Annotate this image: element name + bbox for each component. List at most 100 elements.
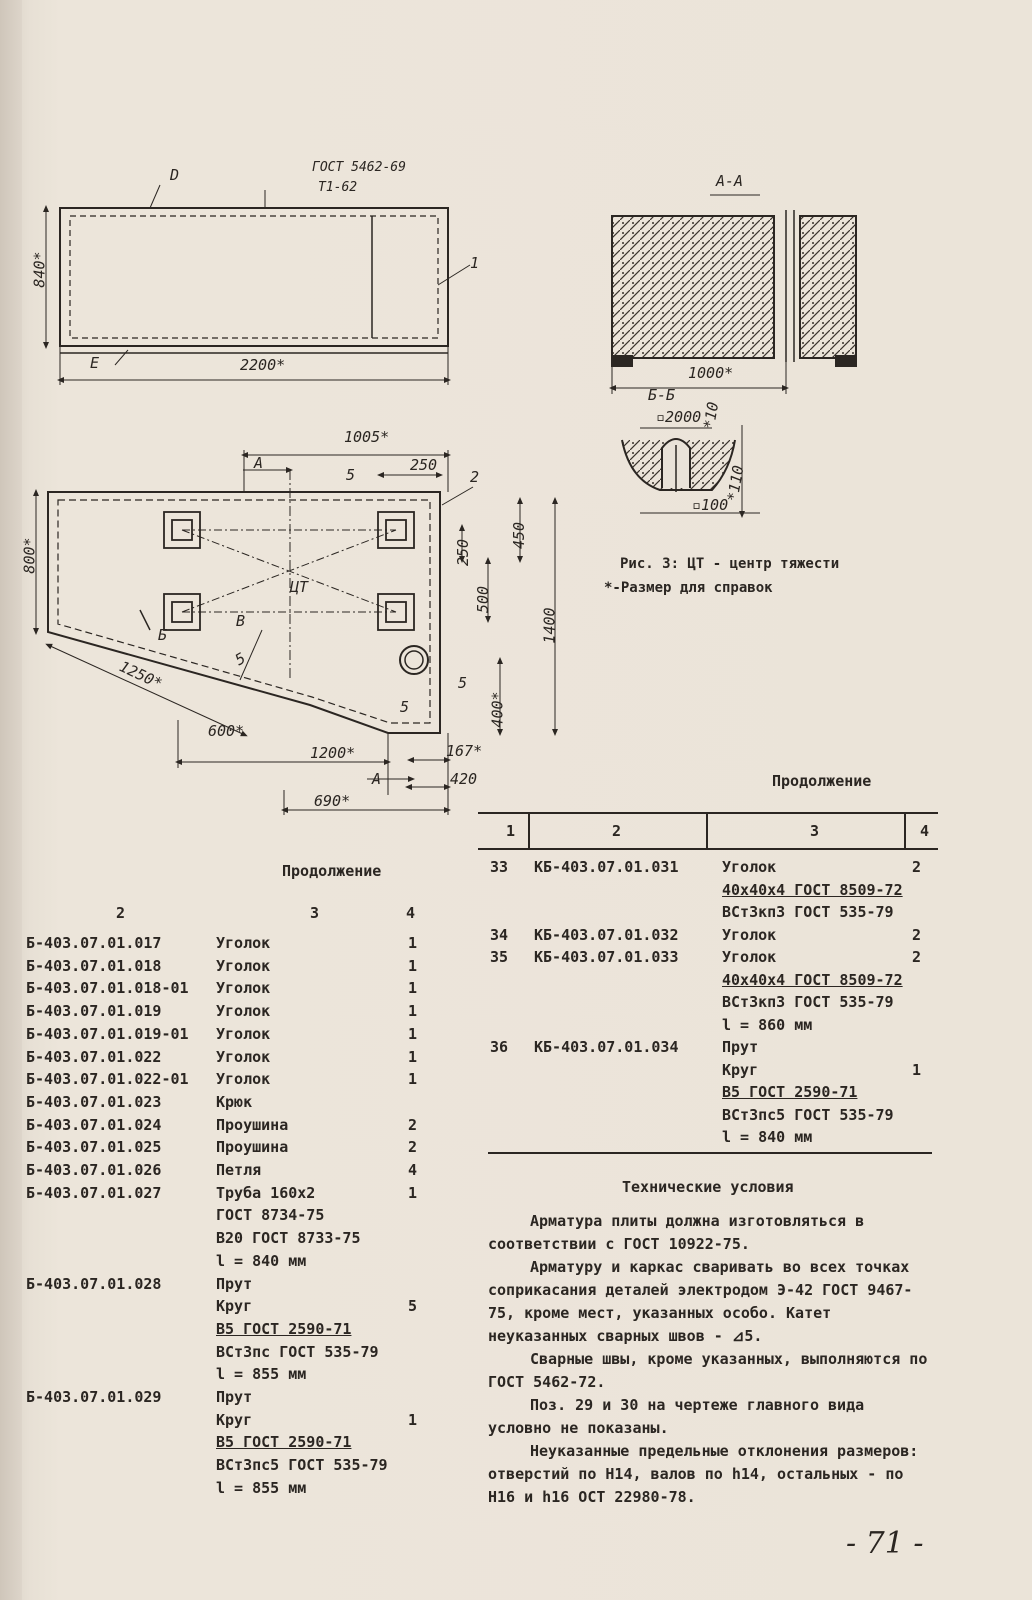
label-view-d: D — [170, 166, 180, 184]
label-callout-2: 2 — [470, 468, 480, 486]
left-row-name: Петля — [216, 1161, 262, 1179]
left-row-designation: Б-403.07.01.018 — [26, 956, 162, 975]
label-section-mark-a: А — [254, 454, 264, 472]
label-dim-1005: 1005* — [344, 428, 390, 446]
right-table-header-rule — [478, 848, 938, 850]
right-table-col-sep-2 — [706, 812, 708, 848]
label-section-mark-a2: А — [372, 770, 382, 788]
right-row-pos: 35 — [490, 948, 509, 966]
left-row-designation: Б-403.07.01.022 — [26, 1047, 162, 1066]
label-dim-2000: ▫2000 — [656, 408, 702, 426]
right-row-designation: КБ-403.07.01.031 — [534, 858, 679, 876]
label-mark-b: Б — [158, 626, 168, 644]
left-row-name: l = 855 мм — [216, 1478, 307, 1497]
label-dim-500: 500 — [474, 585, 493, 614]
label-dim-5-low: 5 — [400, 698, 410, 716]
label-callout-1: 1 — [470, 254, 480, 272]
right-row-name: l = 840 мм — [722, 1128, 813, 1146]
label-dim-420: 420 — [450, 770, 478, 788]
label-gost-note-2: T1-62 — [318, 180, 358, 195]
label-section-bb: Б-Б — [648, 386, 676, 404]
left-row-qty: 1 — [408, 1183, 418, 1202]
left-row-qty: 1 — [408, 1047, 418, 1066]
section-bb — [621, 425, 760, 518]
left-row-designation: Б-403.07.01.023 — [26, 1092, 162, 1111]
left-row-name: Проушина — [216, 1115, 289, 1134]
left-row-name: Труба 160х2 — [216, 1183, 316, 1202]
left-row-name: В5 ГОСТ 2590-71 — [216, 1433, 352, 1452]
left-row-name: ВСт3пс5 ГОСТ 535-79 — [216, 1456, 388, 1475]
left-row-designation: Б-403.07.01.022-01 — [26, 1070, 189, 1089]
tech-paragraph-1: Арматура плиты должна изготовляться в со… — [488, 1212, 865, 1253]
label-dim-1000: 1000* — [688, 364, 734, 382]
left-row-name: Круг — [216, 1410, 253, 1429]
left-row-name: Уголок — [216, 1024, 271, 1043]
left-row-qty: 1 — [408, 1410, 418, 1429]
left-row-qty: 4 — [408, 1161, 418, 1179]
figure-caption-line2: *-Размер для справок — [604, 580, 773, 596]
left-row-qty: 1 — [408, 1024, 418, 1043]
right-row-name: 40х40х4 ГОСТ 8509-72 — [722, 880, 903, 899]
label-dim-100: ▫100 — [692, 496, 729, 514]
label-section-aa: А-А — [716, 172, 744, 190]
label-dim-167: 167* — [446, 742, 483, 760]
tech-title: Технические условия — [622, 1178, 794, 1196]
section-aa — [609, 194, 857, 394]
label-dim-10: *10 — [699, 400, 723, 431]
right-row-name: Прут — [722, 1038, 759, 1056]
right-row-qty: 2 — [912, 948, 922, 966]
right-table-top-rule — [478, 812, 938, 814]
left-row-name: Уголок — [216, 934, 271, 952]
page-number: - 71 - — [846, 1526, 924, 1561]
label-dim-1200: 1200* — [310, 744, 356, 762]
label-view-e: E — [90, 354, 100, 372]
left-row-name: В5 ГОСТ 2590-71 — [216, 1319, 352, 1338]
left-row-name: Прут — [216, 1274, 253, 1293]
right-table-col-sep-3 — [904, 812, 906, 848]
right-row-name: Уголок — [722, 948, 777, 966]
left-row-name: Уголок — [216, 979, 271, 998]
top-view — [43, 184, 471, 385]
right-row-name: Уголок — [722, 858, 777, 876]
right-row-name: Круг — [722, 1060, 759, 1079]
label-dim-250-side: 250 — [454, 538, 473, 567]
tech-conditions: Арматура плиты должна изготовляться в со… — [488, 1210, 936, 1509]
left-row-name: l = 855 мм — [216, 1365, 307, 1384]
label-dim-840: 840* — [30, 251, 49, 288]
label-gost-note-1: ГОСТ 5462-69 — [312, 160, 406, 175]
right-col-header-4: 4 — [920, 822, 930, 840]
figure-caption-line1: Рис. 3: ЦТ - центр тяжести — [620, 556, 840, 572]
left-row-designation: Б-403.07.01.017 — [26, 934, 162, 952]
label-dim-2200: 2200* — [240, 356, 286, 374]
label-dim-1400: 1400 — [540, 607, 559, 644]
left-row-name: Прут — [216, 1388, 253, 1406]
right-row-name: Уголок — [722, 925, 777, 944]
left-row-name: Уголок — [216, 956, 271, 975]
left-row-name: Уголок — [216, 1070, 271, 1089]
right-row-pos: 36 — [490, 1038, 509, 1056]
left-row-name: Крюк — [216, 1092, 253, 1111]
left-row-qty: 1 — [408, 1070, 418, 1089]
tech-paragraph-3: Сварные швы, кроме указанных, выполняютс… — [488, 1350, 928, 1391]
left-row-qty: 2 — [408, 1138, 418, 1157]
left-row-designation: Б-403.07.01.024 — [26, 1115, 162, 1134]
right-col-header-3: 3 — [810, 822, 820, 840]
right-col-header-1: 1 — [506, 822, 516, 840]
left-row-name: ВСт3пс ГОСТ 535-79 — [216, 1342, 379, 1361]
label-dim-400: 400* — [488, 691, 507, 728]
tech-paragraph-5: Неуказанные предельные отклонения размер… — [488, 1442, 919, 1506]
left-row-qty: 1 — [408, 1002, 418, 1021]
left-row-name: В20 ГОСТ 8733-75 — [216, 1229, 361, 1248]
right-row-designation: КБ-403.07.01.034 — [534, 1038, 679, 1056]
left-row-qty: 5 — [408, 1297, 418, 1316]
label-dim-5-bottom: 5 — [458, 674, 468, 692]
left-row-name: Проушина — [216, 1138, 289, 1157]
left-col-header-3: 3 — [310, 904, 320, 922]
left-row-name: ГОСТ 8734-75 — [216, 1206, 325, 1225]
label-mark-v: В — [236, 612, 246, 630]
right-row-qty: 2 — [912, 925, 922, 944]
label-dim-5-top: 5 — [346, 466, 356, 484]
right-row-name: В5 ГОСТ 2590-71 — [722, 1083, 858, 1101]
right-row-designation: КБ-403.07.01.032 — [534, 925, 679, 944]
left-row-designation: Б-403.07.01.029 — [26, 1388, 162, 1406]
